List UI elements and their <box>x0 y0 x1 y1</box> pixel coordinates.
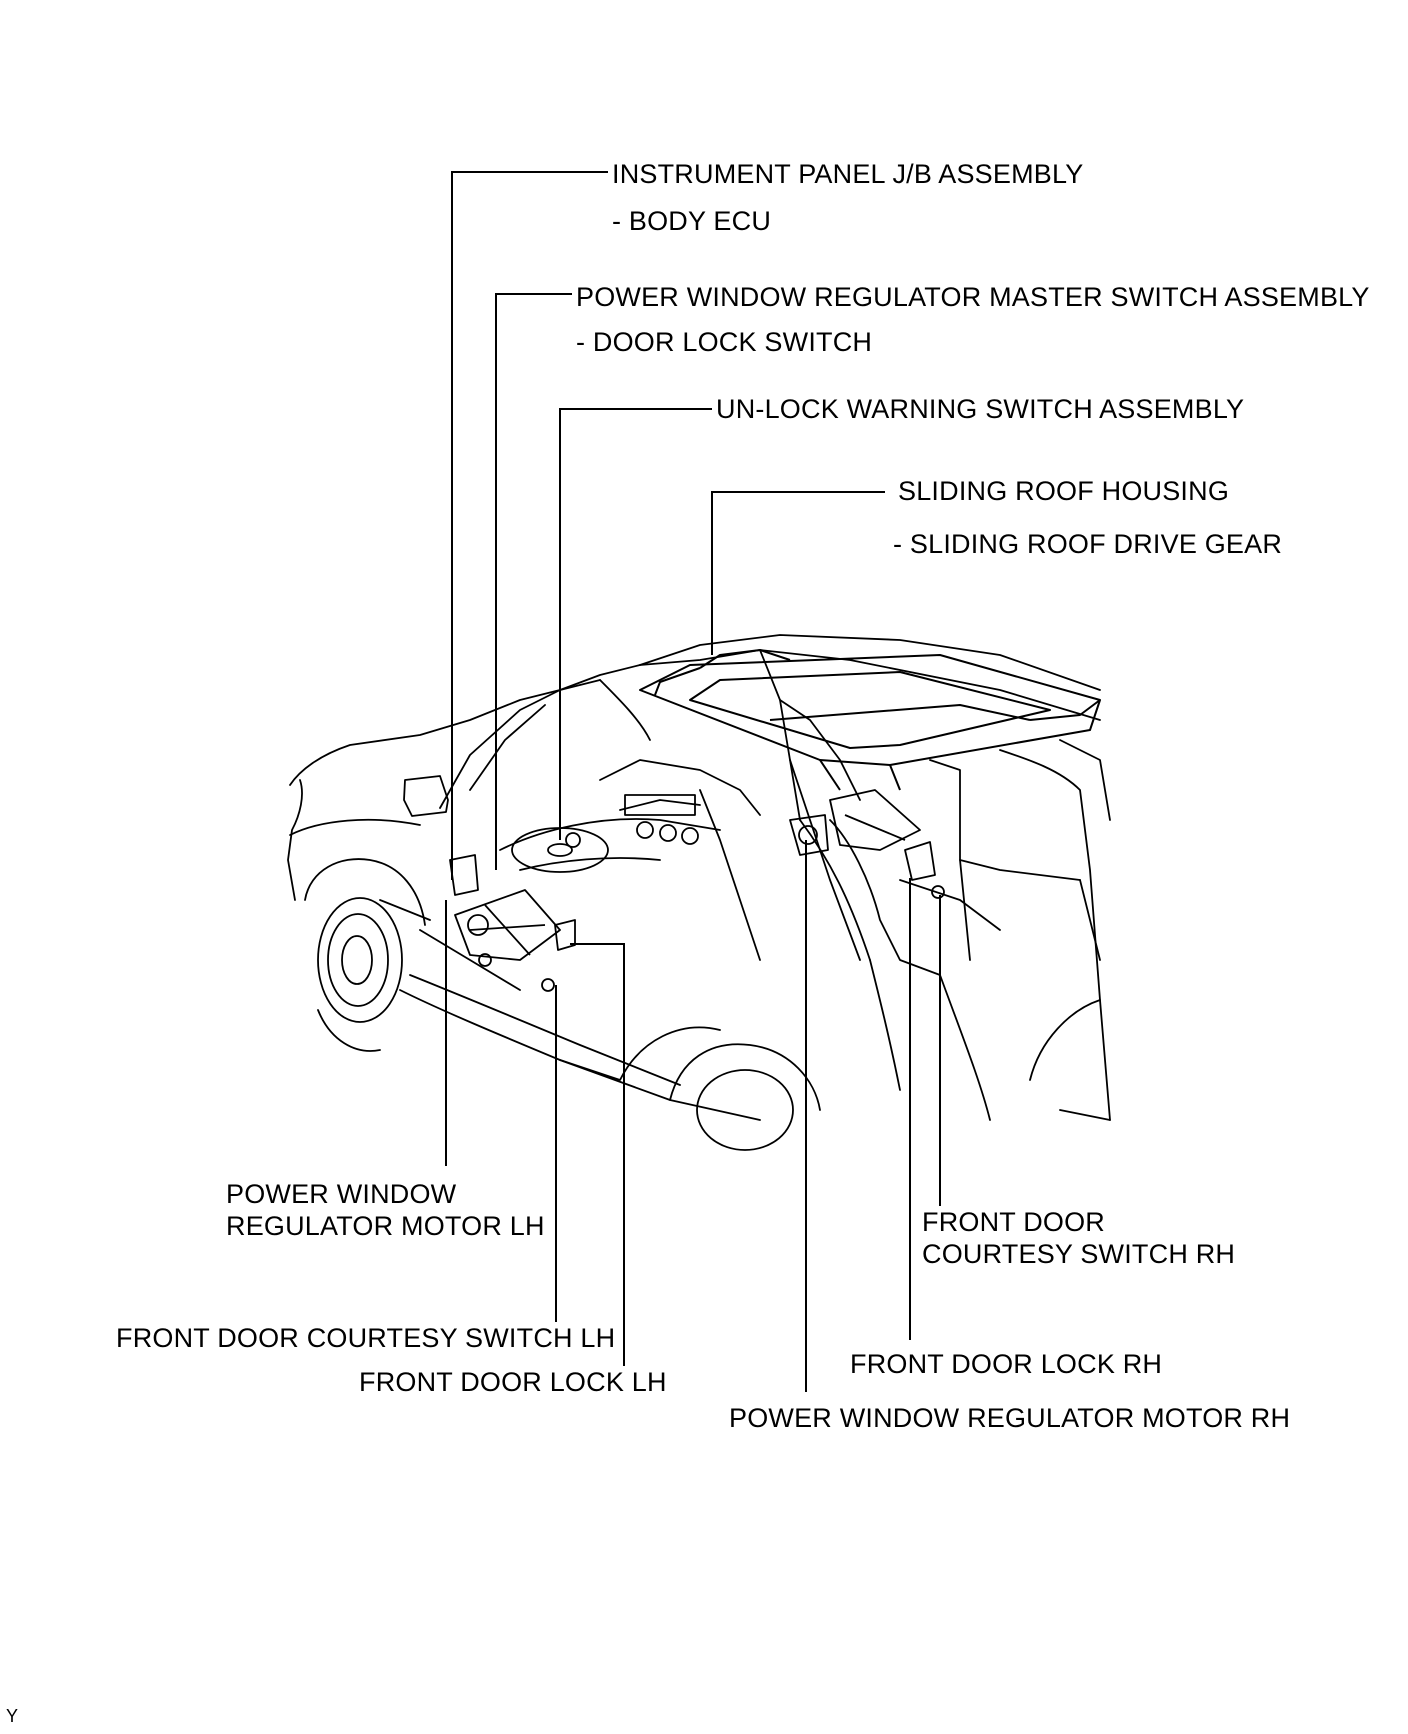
leader-lines <box>445 171 941 1392</box>
label-pw-motor-lh-line2: REGULATOR MOTOR LH <box>226 1211 545 1241</box>
leader-line-pw-master-switch <box>495 293 572 870</box>
label-door-lock-switch: - DOOR LOCK SWITCH <box>576 327 873 357</box>
label-body-ecu: - BODY ECU <box>612 206 772 236</box>
label-instrument-panel-jb: INSTRUMENT PANEL J/B ASSEMBLY <box>612 159 1084 189</box>
label-front-door-courtesy-lh: FRONT DOOR COURTESY SWITCH LH <box>116 1323 616 1353</box>
label-unlock-warning-switch: UN-LOCK WARNING SWITCH ASSEMBLY <box>716 394 1245 424</box>
label-sliding-roof-housing: SLIDING ROOF HOUSING <box>898 476 1230 506</box>
leader-line-sliding-roof-housing <box>711 491 885 655</box>
vehicle-illustration <box>287 634 1111 1151</box>
leader-line-instrument-panel-jb <box>451 171 608 880</box>
label-front-door-lock-rh: FRONT DOOR LOCK RH <box>850 1349 1163 1379</box>
label-sliding-roof-drive-gear: - SLIDING ROOF DRIVE GEAR <box>893 529 1283 559</box>
label-front-door-courtesy-rh-line2: COURTESY SWITCH RH <box>922 1239 1236 1269</box>
sliding-roof-assembly-illustration <box>639 649 1101 791</box>
label-front-door-lock-lh: FRONT DOOR LOCK LH <box>359 1367 667 1397</box>
corner-mark: Y <box>6 1706 19 1726</box>
label-front-door-courtesy-rh-line1: FRONT DOOR <box>922 1207 1105 1237</box>
label-pw-master-switch: POWER WINDOW REGULATOR MASTER SWITCH ASS… <box>576 282 1370 312</box>
label-pw-motor-rh: POWER WINDOW REGULATOR MOTOR RH <box>729 1403 1291 1433</box>
door-components-illustration <box>449 789 945 992</box>
leader-line-unlock-warning-switch <box>559 408 712 840</box>
leader-line-front-door-lock-lh <box>570 943 625 1366</box>
label-pw-motor-lh-line1: POWER WINDOW <box>226 1179 457 1209</box>
